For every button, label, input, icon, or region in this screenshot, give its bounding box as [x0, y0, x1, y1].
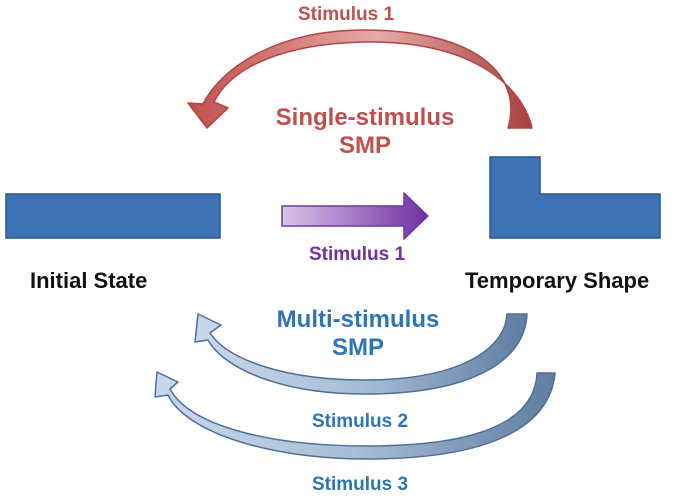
temporary-shape-label: Temporary Shape [465, 268, 650, 293]
initial-state-label: Initial State [30, 268, 148, 293]
single-stimulus-title-line1: Single-stimulus [275, 104, 455, 131]
multi-stimulus-title-line2: SMP [331, 334, 384, 361]
single-stimulus-label: Stimulus 1 [297, 4, 395, 25]
single-stimulus-title-line2: SMP [338, 132, 391, 159]
stimulus-3-arrow [154, 371, 556, 460]
forward-stimulus-label: Stimulus 1 [308, 244, 406, 265]
initial-state-shape [5, 193, 221, 239]
multi-stimulus-title: Multi-stimulus SMP [248, 306, 468, 362]
stimulus-2-arrow [194, 313, 528, 395]
stimulus-3-label: Stimulus 3 [311, 474, 409, 495]
single-stimulus-title: Single-stimulus SMP [250, 104, 480, 160]
multi-stimulus-title-line1: Multi-stimulus [276, 306, 440, 333]
temporary-shape [489, 156, 661, 239]
forward-arrow [281, 192, 429, 240]
stimulus-2-label: Stimulus 2 [311, 411, 409, 432]
single-stimulus-arrow [187, 29, 533, 129]
